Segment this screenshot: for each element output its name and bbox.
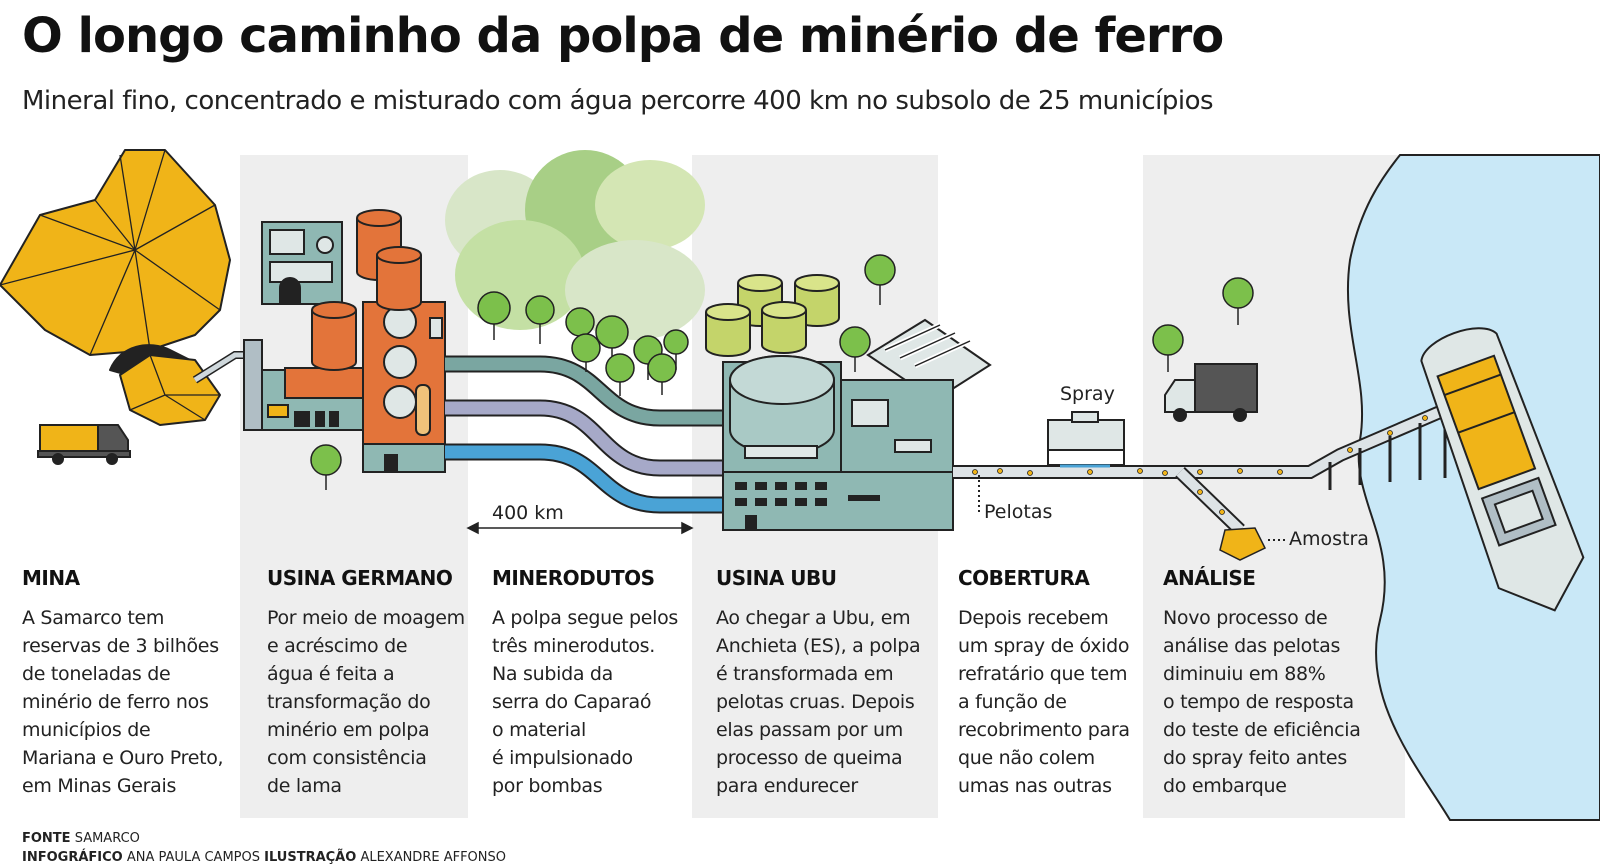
ship (1420, 327, 1585, 612)
step-text-line: por bombas (492, 775, 603, 797)
trees (310, 254, 1254, 490)
step-text-line: que não colem (958, 747, 1095, 769)
step-cobertura: COBERTURA Depois recebem um spray de óxi… (958, 566, 1168, 800)
source-credit-value: SAMARCO (74, 831, 140, 846)
infographic-credit-value: ANA PAULA CAMPOS (126, 850, 260, 865)
spray-unit (1047, 411, 1125, 468)
step-text-line: refratário que tem (958, 663, 1128, 685)
pellets-label: Pelotas (984, 501, 1053, 523)
step-text-line: o material (492, 719, 586, 741)
step-heading: USINA UBU (716, 566, 837, 590)
step-heading: ANÁLISE (1163, 566, 1256, 590)
step-minerodutos: MINERODUTOS A polpa segue pelos três min… (492, 566, 702, 800)
distance-label: 400 km (492, 502, 564, 524)
step-text-line: minério em polpa (267, 719, 430, 741)
ore-mountain (0, 149, 231, 426)
step-usina-ubu: USINA UBU Ao chegar a Ubu, em Anchieta (… (716, 566, 926, 800)
hills (445, 150, 705, 340)
source-credit-label: FONTE (22, 831, 71, 846)
step-text-line: elas passam por um (716, 719, 903, 741)
step-text-line: é transformada em (716, 663, 894, 685)
step-text-line: A polpa segue pelos (492, 607, 679, 629)
illustration-credit-label: ILUSTRAÇÃO (264, 850, 357, 865)
step-text-line: de lama (267, 775, 342, 797)
step-text-line: reservas de 3 bilhões (22, 635, 219, 657)
step-text-line: umas nas outras (958, 775, 1112, 797)
step-text-line: a função de (958, 691, 1067, 713)
step-text-line: Ao chegar a Ubu, em (716, 607, 911, 629)
step-text-line: do embarque (1163, 775, 1287, 797)
step-text-line: minério de ferro nos (22, 691, 209, 713)
sample-label: Amostra (1289, 528, 1369, 550)
step-text-line: o tempo de resposta (1163, 691, 1354, 713)
step-text-line: A Samarco tem (22, 607, 165, 629)
step-text-line: Por meio de moagem (267, 607, 465, 629)
step-text-line: Anchieta (ES), a polpa (716, 635, 921, 657)
step-text-line: diminuiu em 88% (1163, 663, 1326, 685)
pipelines (445, 355, 725, 514)
step-usina-germano: USINA GERMANO Por meio de moagem e acrés… (267, 566, 477, 800)
step-text-line: pelotas cruas. Depois (716, 691, 915, 713)
source-credit: FONTE SAMARCO (22, 831, 140, 846)
step-text-line: é impulsionado (492, 747, 633, 769)
step-heading: MINERODUTOS (492, 566, 655, 590)
ubu-plant (722, 318, 992, 531)
ubu-tanks (705, 274, 840, 357)
step-mina: MINA A Samarco tem reservas de 3 bilhões… (22, 566, 232, 800)
step-text-line: em Minas Gerais (22, 775, 177, 797)
page-title: O longo caminho da polpa de minério de f… (22, 8, 1224, 64)
step-heading: COBERTURA (958, 566, 1090, 590)
step-heading: MINA (22, 566, 80, 590)
step-text-line: do spray feito antes (1163, 747, 1347, 769)
step-text-line: Mariana e Ouro Preto, (22, 747, 224, 769)
step-text-line: recobrimento para (958, 719, 1130, 741)
distance-arrow (466, 521, 694, 535)
step-heading: USINA GERMANO (267, 566, 453, 590)
step-text-line: Depois recebem (958, 607, 1109, 629)
step-analise: ANÁLISE Novo processo de análise das pel… (1163, 566, 1373, 800)
sample-pile (1219, 527, 1267, 561)
step-text-line: e acréscimo de (267, 635, 408, 657)
author-credits: INFOGRÁFICO ANA PAULA CAMPOS ILUSTRAÇÃO … (22, 850, 506, 865)
step-text-line: processo de queima (716, 747, 903, 769)
step-text-line: Na subida da (492, 663, 614, 685)
step-text-line: de toneladas de (22, 663, 171, 685)
step-text-line: transformação do (267, 691, 431, 713)
step-text-line: municípios de (22, 719, 151, 741)
germano-tanks (311, 209, 422, 371)
step-text-line: água é feita a (267, 663, 395, 685)
spray-label: Spray (1060, 383, 1115, 405)
step-text-line: análise das pelotas (1163, 635, 1341, 657)
step-text-line: um spray de óxido (958, 635, 1130, 657)
delivery-truck (1164, 363, 1258, 422)
step-text-line: com consistência (267, 747, 427, 769)
mine-truck (37, 424, 131, 465)
illustration-credit-value: ALEXANDRE AFFONSO (360, 850, 506, 865)
step-text-line: três minerodutos. (492, 635, 656, 657)
infographic-credit-label: INFOGRÁFICO (22, 850, 123, 865)
page-subtitle: Mineral fino, concentrado e misturado co… (22, 86, 1214, 116)
step-text-line: Novo processo de (1163, 607, 1328, 629)
step-text-line: para endurecer (716, 775, 858, 797)
step-text-line: serra do Caparaó (492, 691, 652, 713)
step-text-line: do teste de eficiência (1163, 719, 1361, 741)
